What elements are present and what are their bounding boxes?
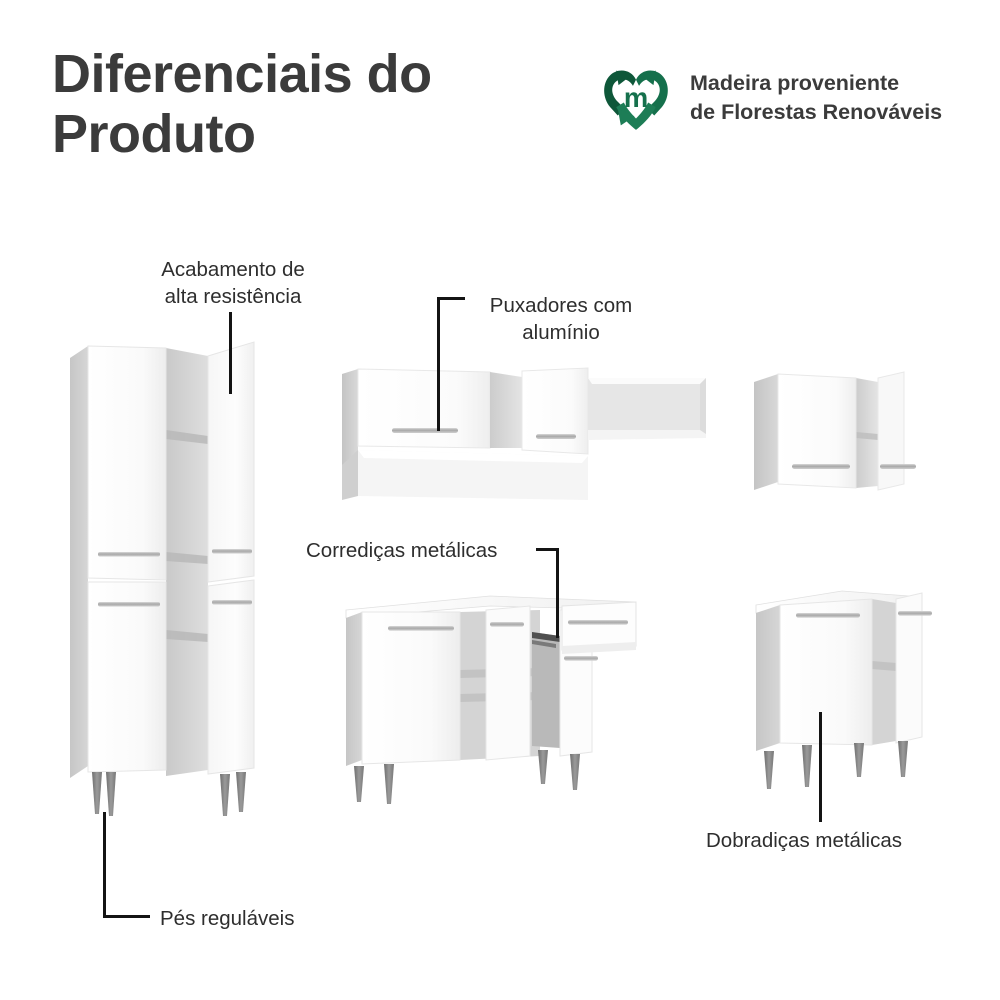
counter-small-right-handle[interactable] — [898, 611, 932, 616]
wall-cabinet-small-right-door[interactable] — [877, 371, 905, 491]
heart-recycling-m-icon: m — [598, 60, 674, 136]
certification-badge: m Madeira proveniente de Florestas Renov… — [598, 60, 942, 136]
wall-cabinet-open-shelf — [588, 378, 706, 440]
leader-line-dobradicas — [819, 712, 822, 822]
callout-label-corredicas: Corrediças metálicas — [306, 539, 498, 562]
wall-cabinet-right-door-handle[interactable] — [536, 434, 576, 439]
counter-side-panel — [346, 612, 362, 766]
svg-text:m: m — [624, 82, 648, 113]
counter-door-middle[interactable] — [485, 605, 531, 761]
counter-small-left-door[interactable] — [779, 598, 873, 746]
wall-cabinet-with-shelf — [340, 367, 710, 503]
leader-line-puxadores-vertical — [437, 297, 440, 431]
counter-cabinet-large — [340, 588, 650, 808]
callout-label-pes: Pés reguláveis — [160, 907, 295, 930]
certification-text: Madeira proveniente de Florestas Renováv… — [690, 71, 943, 124]
counter-small-right-door[interactable] — [895, 592, 923, 744]
counter-cabinet-small — [750, 585, 940, 800]
leader-line-pes-vertical — [103, 812, 106, 917]
wall-cabinet-niche — [490, 372, 522, 448]
counter-small-side-panel — [756, 605, 780, 751]
cabinet-side-panel — [70, 346, 88, 778]
wall-cabinet-small-side-panel — [754, 374, 778, 490]
counter-handle-left[interactable] — [388, 626, 454, 631]
wall-cabinet-small — [752, 370, 932, 500]
tall-cabinet-handle-lower-left[interactable] — [98, 602, 160, 607]
tall-cabinet-handle-lower-right[interactable] — [212, 600, 252, 605]
counter-handle-right[interactable] — [564, 656, 598, 661]
counter-drawer-front[interactable] — [561, 601, 637, 654]
tall-cabinet-upper-right-door[interactable] — [207, 341, 255, 583]
counter-small-legs — [764, 741, 908, 789]
counter-legs — [354, 750, 580, 804]
wall-cabinet-small-left-door[interactable] — [777, 373, 857, 489]
counter-small-interior — [872, 599, 896, 745]
counter-handle-middle[interactable] — [490, 622, 524, 627]
tall-cabinet-handle-upper-right[interactable] — [212, 549, 252, 554]
wall-cabinet-left-door[interactable] — [357, 368, 491, 449]
callout-label-puxadores: Puxadores com alumínio — [489, 294, 633, 345]
wall-cabinet-small-right-handle[interactable] — [880, 464, 916, 469]
page-title: Diferenciais do Produto — [52, 44, 432, 165]
counter-cabinet-drawer-slide — [532, 632, 560, 748]
leader-line-puxadores-horizontal — [437, 297, 465, 300]
wall-cabinet-bottom-apron — [342, 450, 588, 500]
wall-cabinet-small-left-handle[interactable] — [792, 464, 850, 469]
tall-pantry-cabinet — [58, 330, 278, 830]
leader-line-acabamento — [229, 312, 232, 394]
tall-cabinet-foot — [92, 772, 246, 816]
wall-cabinet-left-door-handle[interactable] — [392, 428, 458, 433]
callout-label-acabamento: Acabamento de alta resistência — [161, 258, 305, 309]
wall-cabinet-side-panel — [342, 369, 358, 465]
cabinet-interior — [166, 348, 208, 776]
tall-cabinet-door-lower-right[interactable] — [207, 579, 255, 775]
leader-line-corredicas-horizontal — [536, 548, 558, 551]
tall-cabinet-door-lower-left[interactable] — [87, 581, 167, 773]
tall-cabinet-door-upper-left[interactable] — [87, 345, 167, 581]
tall-cabinet-handle-upper-left[interactable] — [98, 552, 160, 557]
counter-drawer-handle[interactable] — [568, 620, 628, 625]
leader-line-pes-horizontal — [103, 915, 150, 918]
counter-small-left-handle[interactable] — [796, 613, 860, 618]
counter-door-left[interactable] — [361, 611, 461, 765]
leader-line-corredicas-vertical — [556, 548, 559, 638]
callout-label-dobradicas: Dobradiças metálicas — [706, 829, 902, 852]
wall-cabinet-right-door[interactable] — [521, 367, 589, 455]
